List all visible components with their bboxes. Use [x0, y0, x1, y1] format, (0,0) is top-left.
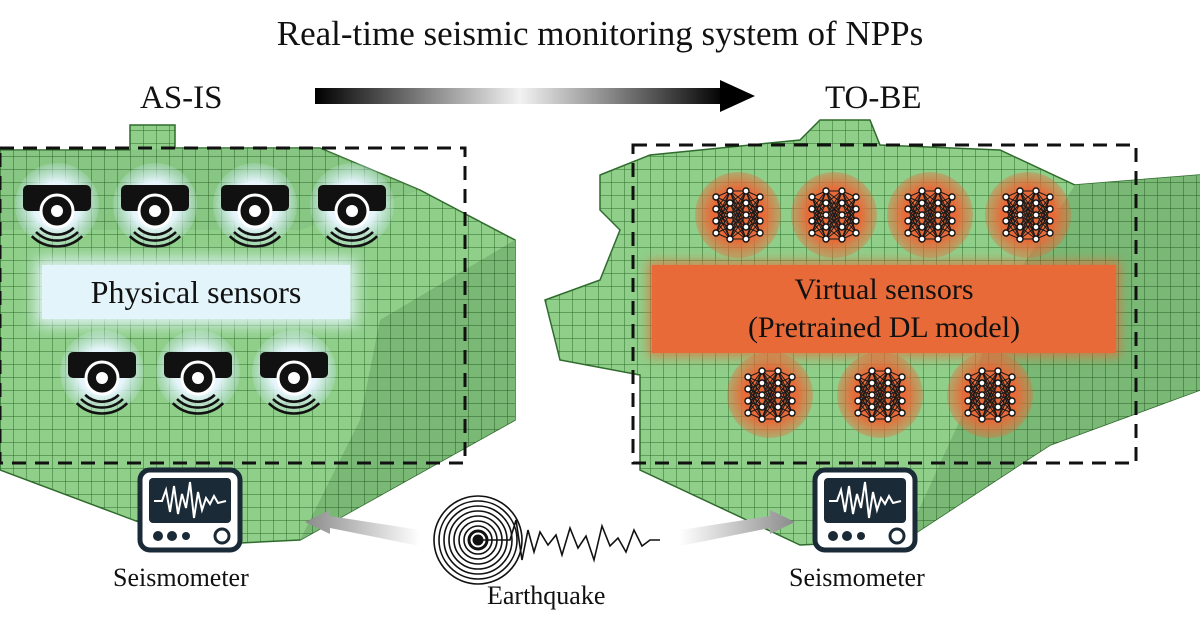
sensor-icon — [60, 330, 144, 415]
physical-sensors-label: Physical sensors — [42, 265, 350, 319]
neural-network-icon — [695, 172, 781, 258]
earthquake-label: Earthquake — [487, 581, 606, 610]
neural-network-icon — [727, 352, 813, 438]
virtual-sensors-title: Virtual sensors — [794, 273, 974, 306]
sensor-icon — [113, 163, 197, 248]
left-seismometer-label: Seismometer — [113, 563, 249, 592]
as-is-frame — [0, 146, 467, 465]
neural-network-icon — [887, 172, 973, 258]
diagram-title: Real-time seismic monitoring system of N… — [276, 14, 924, 53]
right-seismometer-icon — [812, 467, 918, 553]
arrow-to-right-seismometer — [680, 510, 795, 546]
virtual-sensors-subtitle: (Pretrained DL model) — [747, 311, 1021, 344]
neural-network-icon — [837, 352, 923, 438]
sensor-icon — [310, 163, 394, 248]
to-be-frame — [631, 143, 1138, 465]
sensor-icon — [252, 330, 336, 415]
sensor-icon — [213, 163, 297, 248]
virtual-sensors-label: Virtual sensors (Pretrained DL model) — [652, 265, 1116, 353]
neural-network-icon — [947, 352, 1033, 438]
arrow-to-left-seismometer — [305, 510, 420, 546]
neural-network-icon — [791, 172, 877, 258]
left-seismometer-icon — [137, 467, 243, 553]
physical-sensor-group — [15, 163, 394, 415]
sensor-icon — [156, 330, 240, 415]
earthquake-icon — [433, 495, 660, 585]
to-be-heading: TO-BE — [825, 80, 922, 116]
virtual-sensor-group — [695, 172, 1071, 438]
transition-arrow — [315, 80, 755, 112]
as-is-heading: AS-IS — [140, 80, 223, 116]
neural-network-icon — [985, 172, 1071, 258]
right-seismometer-label: Seismometer — [789, 563, 925, 592]
sensor-icon — [15, 163, 99, 248]
